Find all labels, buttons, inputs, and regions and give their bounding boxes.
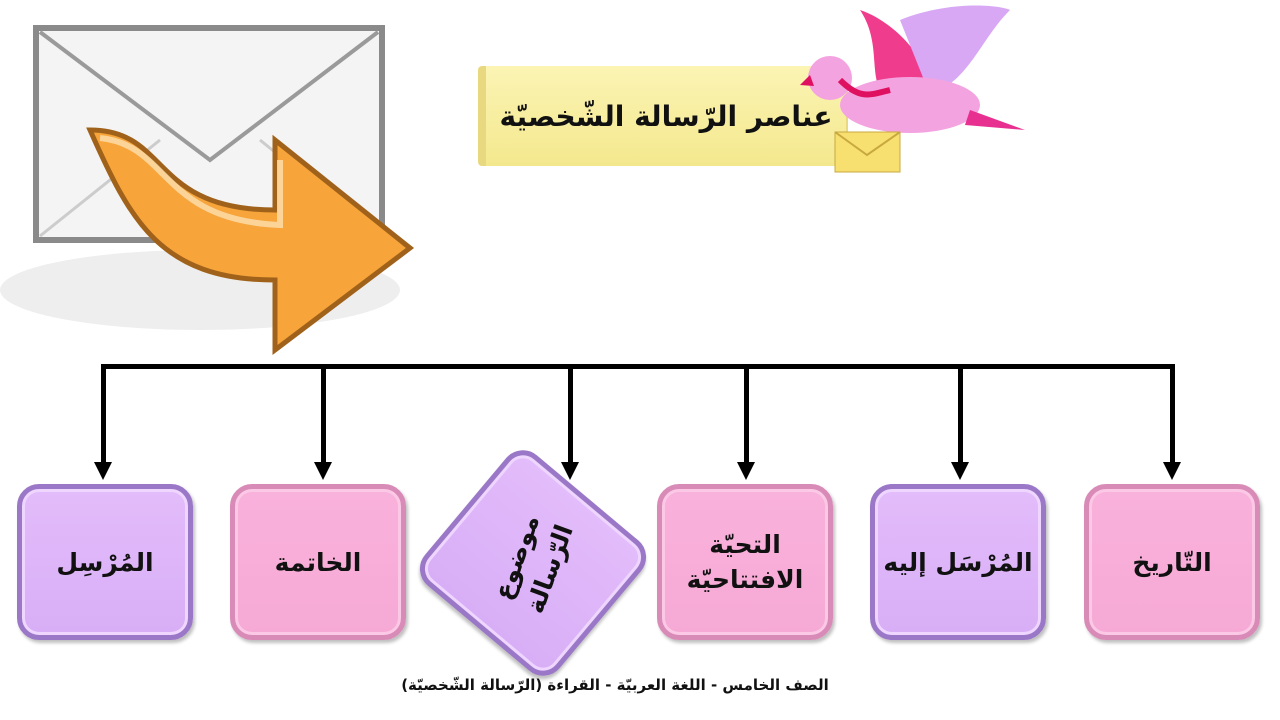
connector: [321, 364, 326, 464]
box-label: المُرْسَل إليه: [883, 547, 1033, 577]
arrow-head: [737, 462, 755, 480]
arrow-head: [951, 462, 969, 480]
box-label: الخاتمة: [274, 547, 362, 577]
connector: [744, 364, 749, 464]
box-recipient: المُرْسَل إليه: [870, 484, 1046, 640]
box-label: موضوع الرّسالة: [487, 510, 579, 618]
connector-horizontal: [101, 364, 1175, 369]
box-label: التحيّة الافتتاحيّة: [686, 530, 804, 594]
connector: [958, 364, 963, 464]
connector: [1170, 364, 1175, 464]
connector: [568, 364, 573, 464]
forward-arrow-icon: [86, 127, 415, 356]
box-label: المُرْسِل: [56, 547, 154, 577]
arrow-head: [94, 462, 112, 480]
connector: [101, 364, 106, 464]
title-banner: عناصر الرّسالة الشّخصيّة: [478, 66, 848, 166]
arrow-head: [1163, 462, 1181, 480]
arrow-head: [314, 462, 332, 480]
box-subject: موضوع الرّسالة: [410, 441, 656, 685]
footer-caption: الصف الخامس - اللغة العربيّة - القراءة (…: [401, 676, 829, 694]
box-closing: الخاتمة: [230, 484, 406, 640]
box-opening-greeting: التحيّة الافتتاحيّة: [657, 484, 833, 640]
arrow-head: [561, 462, 579, 480]
page-title: عناصر الرّسالة الشّخصيّة: [499, 99, 833, 133]
box-label: التّاريخ: [1132, 547, 1212, 577]
box-date: التّاريخ: [1084, 484, 1260, 640]
envelope-icon: [0, 25, 415, 356]
box-sender: المُرْسِل: [17, 484, 193, 640]
bird-with-letter-icon: [800, 5, 1025, 173]
